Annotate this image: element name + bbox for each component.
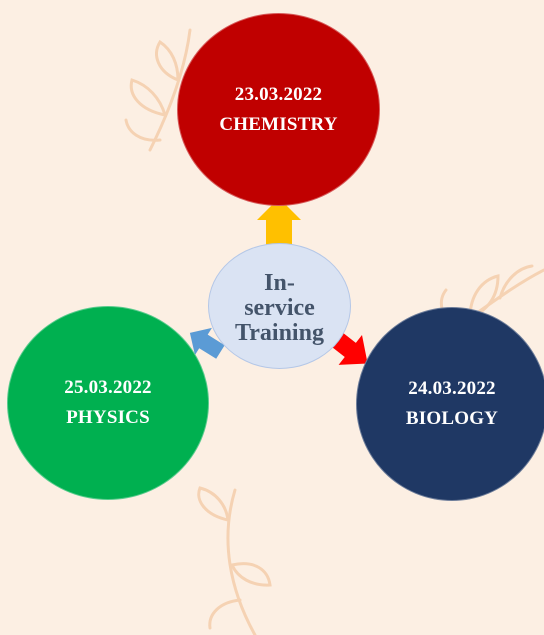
- leaf-icon: [197, 486, 230, 522]
- physics-subject: PHYSICS: [66, 407, 150, 428]
- chemistry-subject: CHEMISTRY: [219, 113, 338, 135]
- biology-subject: BIOLOGY: [405, 408, 499, 429]
- hub-line-1: In-: [264, 269, 295, 296]
- hub-line-3: Training: [235, 319, 324, 346]
- chemistry-date: 23.03.2022: [234, 83, 323, 105]
- leaf-branch-icon: [148, 28, 192, 152]
- chemistry-node: 23.03.2022 CHEMISTRY: [177, 13, 380, 206]
- leaf-icon: [468, 274, 500, 321]
- leaf-icon: [155, 39, 180, 83]
- hub-node: In- service Training: [208, 243, 351, 369]
- arrow-down-left-icon: [189, 327, 225, 359]
- leaf-icon: [498, 264, 534, 300]
- leaf-icon: [124, 118, 162, 142]
- physics-node: 25.03.2022 PHYSICS: [7, 306, 209, 500]
- biology-date: 24.03.2022: [408, 378, 496, 399]
- leaf-icon: [208, 598, 242, 630]
- hub-line-2: service: [244, 294, 315, 321]
- leaf-icon: [129, 78, 168, 117]
- biology-node: 24.03.2022 BIOLOGY: [356, 307, 544, 501]
- arrow-up-icon: [257, 198, 301, 251]
- physics-date: 25.03.2022: [64, 377, 152, 398]
- leaf-icon: [229, 562, 272, 587]
